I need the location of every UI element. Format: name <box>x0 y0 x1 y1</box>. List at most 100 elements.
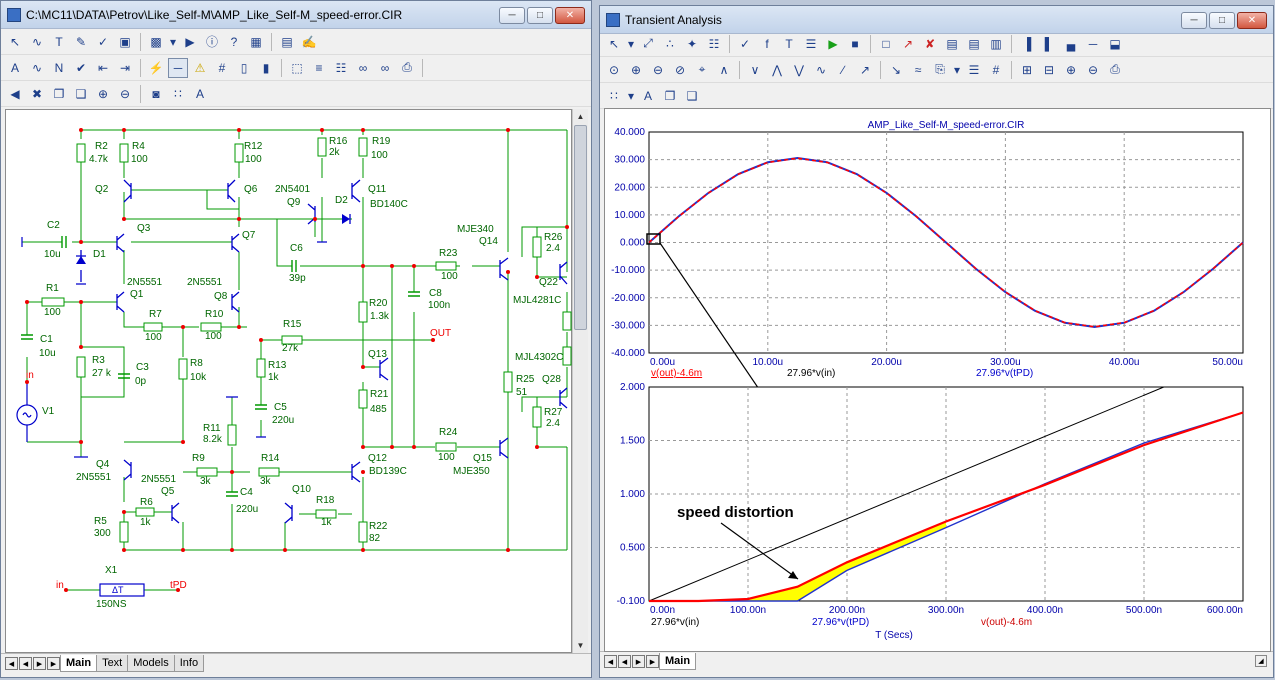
clipboard-icon[interactable]: ⎘ <box>935 62 945 76</box>
analysis-minimize-button[interactable]: ─ <box>1181 12 1207 29</box>
pin-icon[interactable]: ─ <box>168 57 188 78</box>
dropdown-icon[interactable]: ▾ <box>627 88 635 103</box>
grid-icon[interactable]: ▤ <box>281 34 293 49</box>
paste-icon[interactable]: ❑ <box>75 86 87 101</box>
font-a-icon[interactable]: A <box>195 86 204 101</box>
select-arrow-icon[interactable]: ↖ <box>608 36 620 51</box>
tokens-icon[interactable]: ✦ <box>686 36 698 51</box>
tile2-icon[interactable]: ⊟ <box>1043 62 1055 77</box>
pen-icon[interactable]: ✎ <box>75 34 87 49</box>
tab-main[interactable]: Main <box>60 655 98 672</box>
legend-entry[interactable]: 27.96*v(in) <box>787 368 835 379</box>
zoom-marker-box[interactable] <box>646 233 661 245</box>
page-icon[interactable]: ▯ <box>240 60 248 75</box>
data-points-icon[interactable]: ∴ <box>666 36 674 51</box>
edit-icon[interactable]: ✍ <box>301 34 317 49</box>
analysis-prev-tab-icon[interactable]: ◀ <box>618 655 631 668</box>
arrow-left-icon[interactable]: ⇤ <box>97 60 109 75</box>
valley-icon[interactable]: ∨ <box>750 62 760 77</box>
separate-icon[interactable]: ─ <box>1088 36 1098 51</box>
zoom-fit-icon[interactable]: ⊙ <box>608 62 620 77</box>
flash-icon[interactable]: ⚡ <box>148 60 164 75</box>
grid-icon[interactable]: ▤ <box>968 36 980 51</box>
dropdown-icon[interactable]: ▾ <box>627 36 635 51</box>
scale-icon[interactable]: ⤢ <box>643 36 653 50</box>
label-icon[interactable]: ☷ <box>335 60 347 75</box>
maximize-button[interactable]: □ <box>527 7 553 24</box>
check-icon[interactable]: ✓ <box>739 36 751 51</box>
slope-icon[interactable]: ∕ <box>841 62 844 77</box>
stack-icon[interactable]: ⬓ <box>1109 36 1121 51</box>
magnify-minus-icon[interactable]: ⊖ <box>1087 62 1099 77</box>
delay-block-x1[interactable] <box>99 583 145 597</box>
list-icon[interactable]: ☰ <box>968 62 980 77</box>
resize-grip-icon[interactable]: ◢ <box>1255 655 1267 667</box>
picture-icon[interactable]: ▣ <box>119 34 131 49</box>
layout2-icon[interactable]: ▐ <box>1022 36 1032 51</box>
dropdown-icon[interactable]: ▾ <box>953 62 961 77</box>
probe-x-icon[interactable]: ✘ <box>924 36 936 51</box>
binoculars2-icon[interactable]: ∞ <box>380 60 390 75</box>
next-tab-icon[interactable]: ▶ <box>33 657 46 670</box>
text-icon[interactable]: T <box>55 34 63 49</box>
analysis-next-tab-icon[interactable]: ▶ <box>632 655 645 668</box>
wave-icon[interactable]: ≈ <box>914 62 922 77</box>
tile-icon[interactable]: ⊞ <box>1021 62 1033 77</box>
peak-icon[interactable]: ∧ <box>719 62 729 77</box>
dropdown-icon[interactable]: ▾ <box>169 34 177 49</box>
low-icon[interactable]: ⋁ <box>794 62 804 77</box>
bus-icon[interactable]: ≡ <box>315 60 323 75</box>
font-a-icon[interactable]: A <box>643 88 652 103</box>
fall-icon[interactable]: ↘ <box>890 62 902 77</box>
stop-circle-icon[interactable]: ✖ <box>31 86 43 101</box>
zoom-in-icon[interactable]: ⊕ <box>97 86 109 101</box>
text-icon[interactable]: T <box>785 36 793 51</box>
pause-icon[interactable]: ■ <box>851 36 859 51</box>
warning-icon[interactable]: ⚠ <box>194 60 206 75</box>
tab-models[interactable]: Models <box>127 655 175 672</box>
stepping-icon[interactable]: ▤ <box>946 36 958 51</box>
zoom-search-icon[interactable]: ⊘ <box>674 62 686 77</box>
analysis-maximize-button[interactable]: □ <box>1209 12 1235 29</box>
stop-icon[interactable]: □ <box>882 36 890 51</box>
layout4-icon[interactable]: ▄ <box>1066 36 1076 51</box>
run-icon[interactable]: ▶ <box>828 36 838 51</box>
analysis-close-button[interactable]: ✕ <box>1237 12 1267 29</box>
high-icon[interactable]: ⋀ <box>772 62 782 77</box>
arrow-right-icon[interactable]: ⇥ <box>119 60 131 75</box>
paste-icon[interactable]: ❑ <box>686 88 698 103</box>
layout1-icon[interactable]: ▥ <box>990 36 1002 51</box>
inflection-icon[interactable]: ∿ <box>815 62 827 77</box>
copy-icon[interactable]: ❐ <box>664 88 676 103</box>
legend-entry[interactable]: v(out)-4.6m <box>651 368 702 379</box>
fx-icon[interactable]: f <box>765 36 769 51</box>
play-icon[interactable]: ▶ <box>185 34 195 49</box>
copy-icon[interactable]: ❐ <box>53 86 65 101</box>
analysis-tab-main[interactable]: Main <box>659 653 697 670</box>
page2-icon[interactable]: ▮ <box>262 60 270 75</box>
analysis-first-tab-icon[interactable]: ◀ <box>604 655 617 668</box>
rise-icon[interactable]: ↗ <box>859 62 871 77</box>
select-arrow-icon[interactable]: ↖ <box>9 34 21 49</box>
wire-icon[interactable]: ∿ <box>31 34 43 49</box>
cursor-icon[interactable]: ⌖ <box>698 62 706 76</box>
tab-info[interactable]: Info <box>173 655 205 672</box>
schematic-vscroll[interactable]: ▲ ▼ <box>572 109 588 653</box>
back-circle-icon[interactable]: ◀ <box>10 86 20 101</box>
legend-entry[interactable]: 27.96*v(tPD) <box>812 617 869 628</box>
binoculars-icon[interactable]: ∞ <box>358 60 368 75</box>
tab-text[interactable]: Text <box>96 655 129 672</box>
probe-icon[interactable]: ↗ <box>902 36 914 51</box>
magnify-plus-icon[interactable]: ⊕ <box>1065 62 1077 77</box>
attr-a-icon[interactable]: A <box>10 60 19 75</box>
component-icon[interactable]: ▩ <box>150 34 162 49</box>
legend-entry[interactable]: 27.96*v(in) <box>651 617 699 628</box>
close-button[interactable]: ✕ <box>555 7 585 24</box>
select-box-icon[interactable]: ⬚ <box>291 60 303 75</box>
check-icon[interactable]: ✓ <box>97 34 109 49</box>
label-icon[interactable]: ☷ <box>708 36 720 51</box>
legend-entry[interactable]: 27.96*v(tPD) <box>976 368 1033 379</box>
first-tab-icon[interactable]: ◀ <box>5 657 18 670</box>
